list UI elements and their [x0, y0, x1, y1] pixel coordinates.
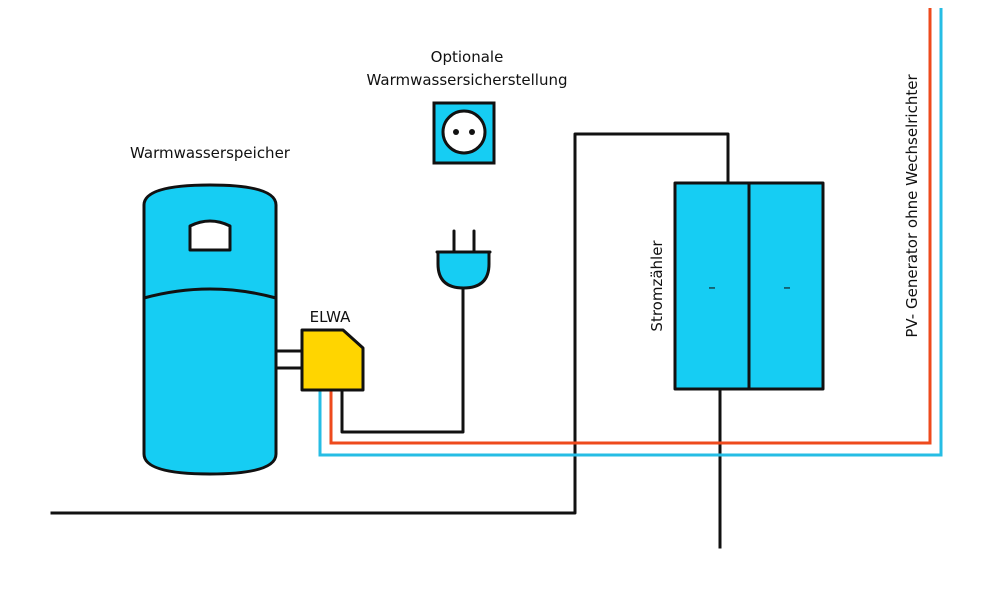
storage-tank-label: Warmwasserspeicher — [130, 144, 291, 162]
socket-hole-right — [469, 129, 475, 135]
pv-negative-wire — [318, 8, 943, 457]
plug-icon — [435, 229, 492, 290]
meter-display-left: – — [708, 278, 716, 296]
electricity-meter — [673, 181, 825, 391]
heater-label: ELWA — [310, 308, 351, 326]
plug-body — [436, 250, 491, 290]
optional-supply-label-line1: Optionale — [431, 48, 504, 66]
meter-display-right: – — [783, 278, 791, 296]
socket-outlet — [432, 101, 496, 165]
tank-window — [188, 219, 232, 252]
pv-generator-label: PV- Generator ohne Wechselrichter — [903, 74, 921, 338]
optional-supply-label-line2: Warmwassersicherstellung — [367, 71, 568, 89]
socket-face — [441, 109, 487, 155]
meter-panel-right — [747, 181, 825, 391]
plug-to-heater-wire — [340, 284, 465, 434]
tank-divider — [143, 287, 277, 300]
grid-feed-wire — [50, 132, 730, 515]
socket-hole-left — [453, 129, 459, 135]
hot-water-storage-tank — [142, 183, 278, 476]
meter-panel-left — [673, 181, 751, 391]
tank-body — [142, 183, 278, 476]
pv-wiring — [318, 8, 943, 457]
meter-label: Stromzähler — [648, 240, 666, 332]
elwa-heater — [300, 328, 365, 392]
pv-positive-wire — [329, 8, 932, 445]
